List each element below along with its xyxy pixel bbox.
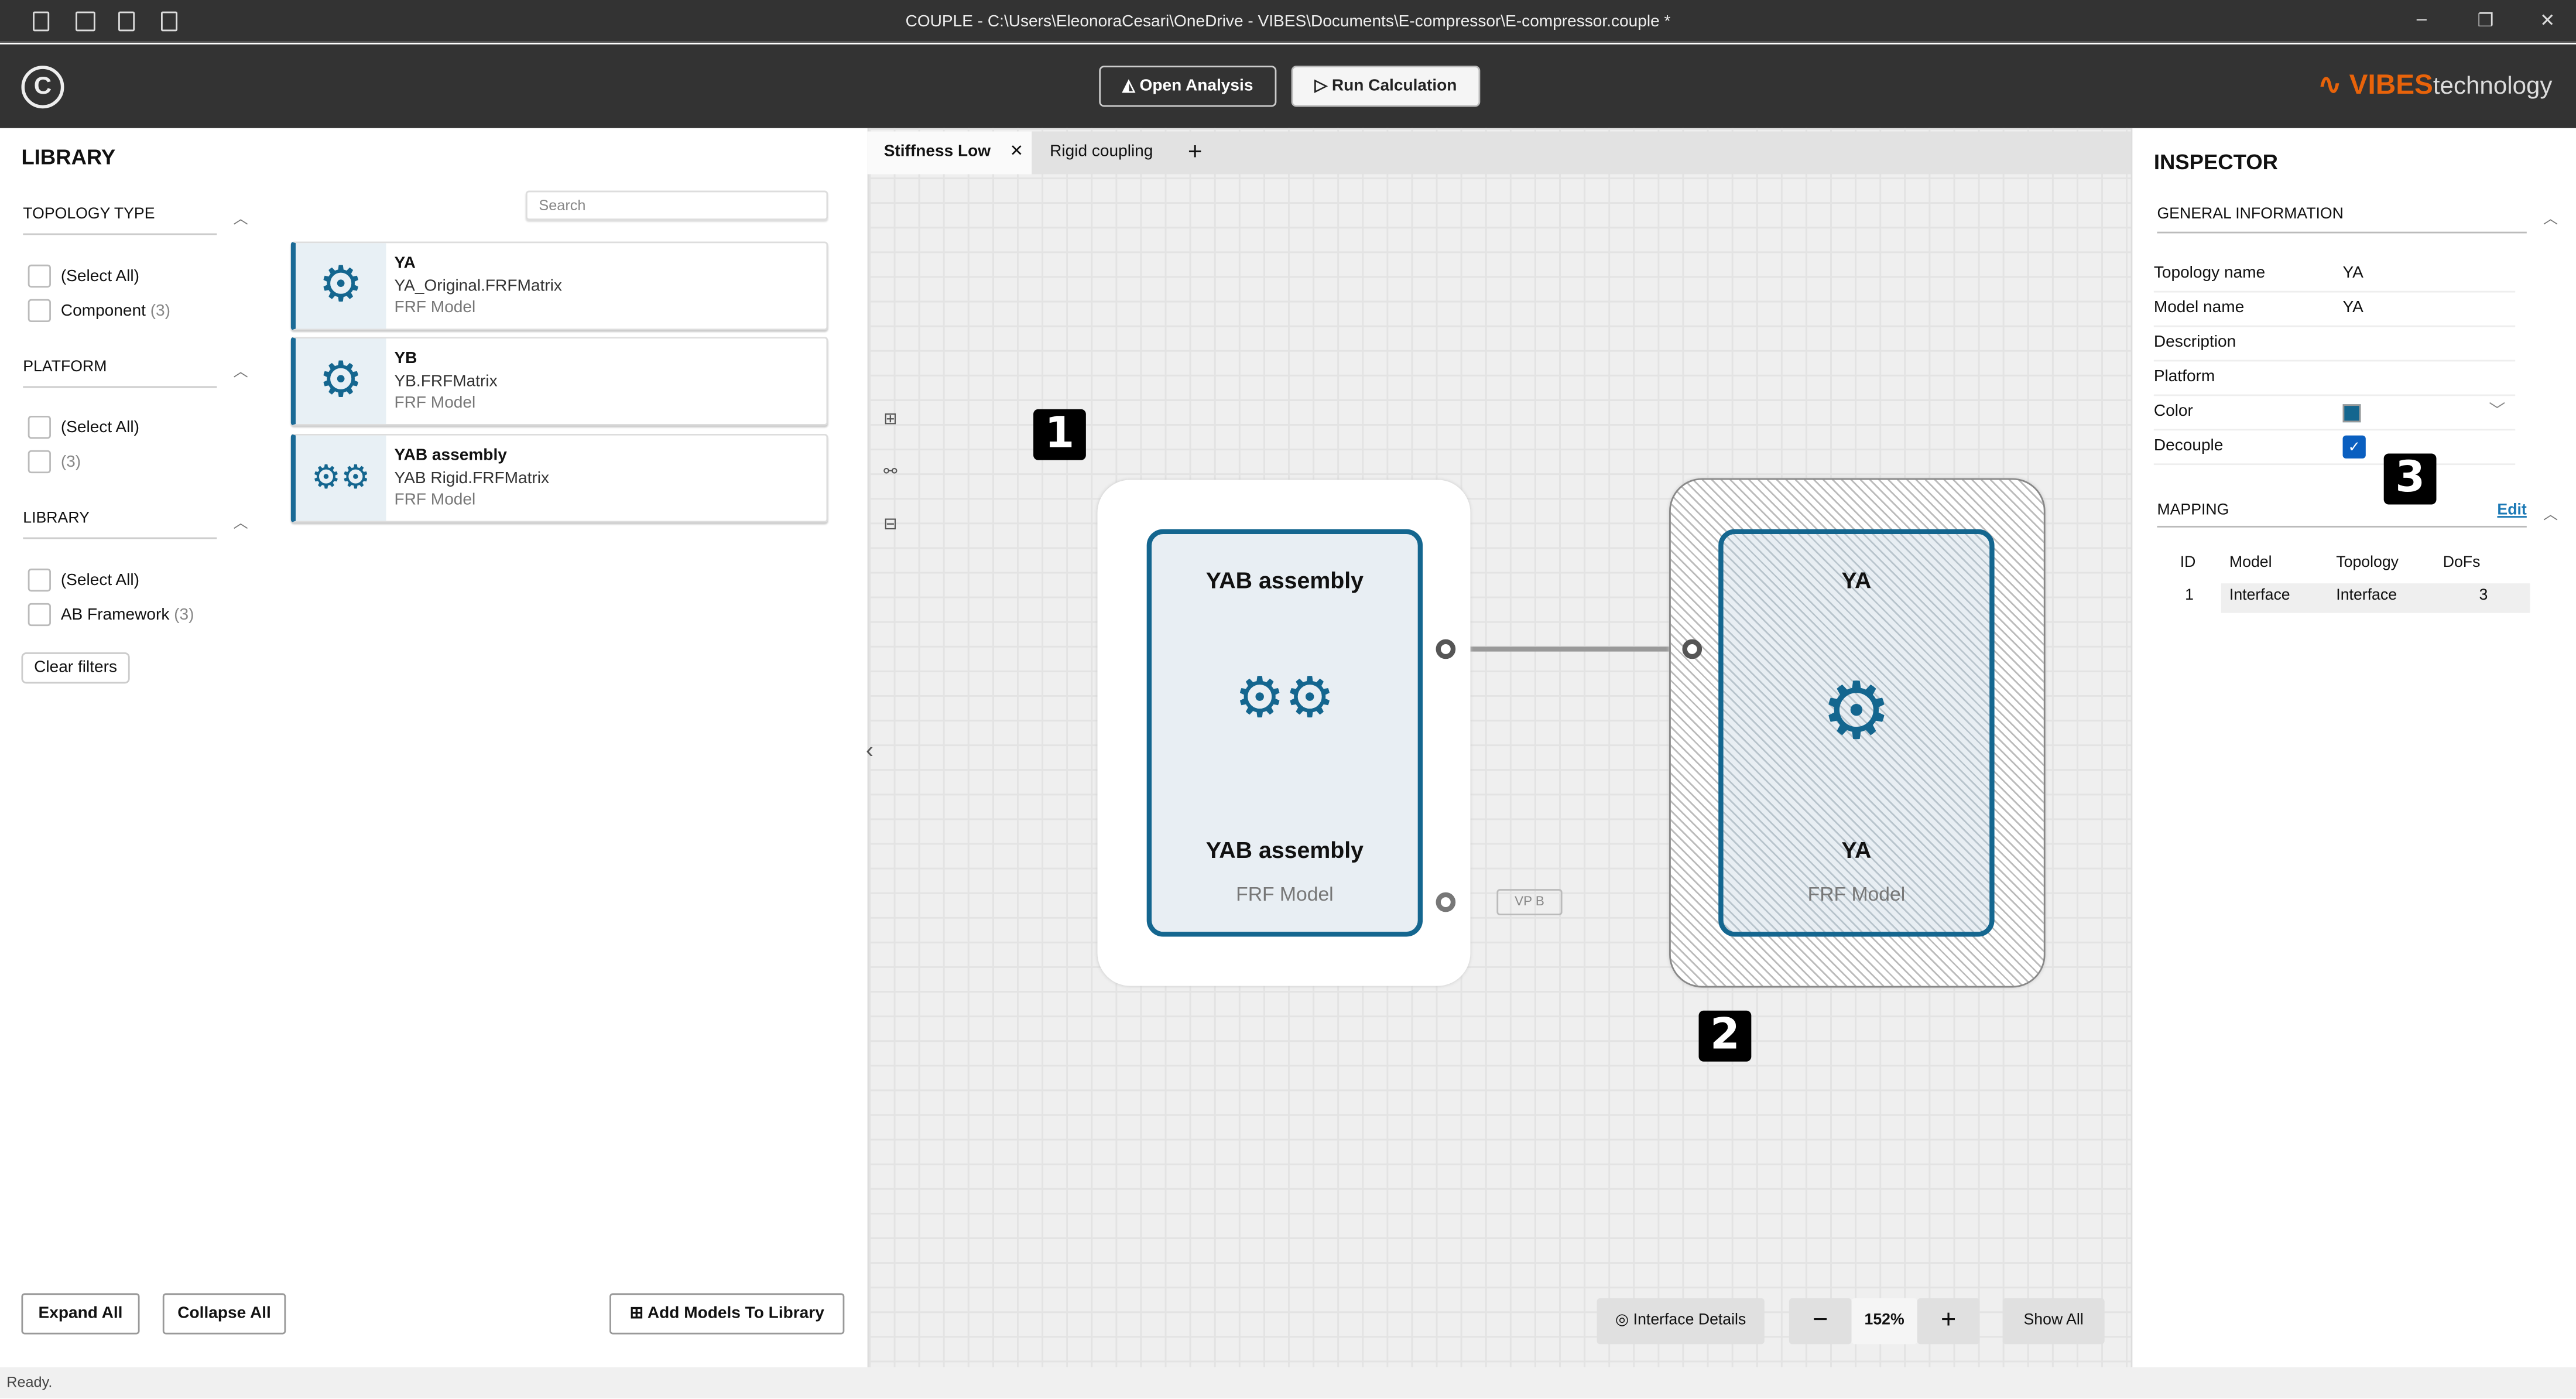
minimize-button[interactable]: – <box>2416 9 2427 30</box>
port[interactable] <box>1436 639 1456 659</box>
chevron-up-icon[interactable]: ︿ <box>233 514 248 531</box>
gears-icon: ⚙⚙ <box>1234 667 1335 730</box>
port[interactable] <box>1436 892 1456 912</box>
interface-details-button[interactable]: ◎ Interface Details <box>1597 1298 1765 1345</box>
filter-option[interactable]: (Select All) <box>60 572 139 590</box>
tab-strip: Stiffness Low✕ Rigid coupling + <box>867 131 2131 175</box>
checkbox[interactable] <box>28 568 51 592</box>
target-icon: ◎ <box>1615 1311 1633 1330</box>
filter-option[interactable]: (Select All) <box>60 268 139 286</box>
zoom-in-button[interactable]: + <box>1917 1298 1980 1345</box>
show-all-button[interactable]: Show All <box>2002 1298 2105 1345</box>
filter-library[interactable]: LIBRARY <box>23 509 217 539</box>
app-logo[interactable]: C <box>21 66 64 109</box>
checkbox[interactable] <box>28 415 51 439</box>
open-analysis-button[interactable]: ◭ Open Analysis <box>1099 66 1277 107</box>
add-icon: ⊞ <box>629 1305 648 1323</box>
brand-logo: ∿ VIBEStechnology <box>2318 69 2553 101</box>
inspector-panel <box>2130 128 2576 1367</box>
chevron-down-icon[interactable]: ﹀ <box>2489 402 2506 421</box>
marker-1: 1 <box>1033 409 1086 460</box>
filter-option[interactable]: (Select All) <box>60 419 139 437</box>
restore-button[interactable]: ❐ <box>2477 11 2494 32</box>
new-file-icon[interactable] <box>33 11 50 32</box>
open-folder-icon[interactable] <box>76 11 95 32</box>
filter-option[interactable]: (3) <box>60 453 81 472</box>
decouple-checkbox[interactable]: ✓ <box>2342 435 2366 459</box>
save-as-icon[interactable] <box>160 11 178 32</box>
library-panel <box>0 128 868 1367</box>
checkbox[interactable] <box>28 299 51 322</box>
filter-option[interactable]: AB Framework (3) <box>60 606 194 625</box>
layout-icon[interactable]: ⊟ <box>883 516 898 534</box>
filter-topology-type[interactable]: TOPOLOGY TYPE <box>23 206 217 235</box>
chevron-up-icon[interactable]: ︿ <box>233 363 248 380</box>
close-window-button[interactable]: ✕ <box>2540 11 2556 32</box>
field-platform[interactable]: Platform <box>2153 361 2516 396</box>
chevron-up-icon[interactable]: ︿ <box>2543 506 2558 523</box>
filter-platform[interactable]: PLATFORM <box>23 358 217 388</box>
add-models-button[interactable]: ⊞ Add Models To Library <box>609 1293 845 1335</box>
checkbox[interactable] <box>28 264 51 288</box>
field-description[interactable]: Description <box>2153 327 2516 362</box>
clear-filters-button[interactable]: Clear filters <box>21 652 130 684</box>
run-calculation-label: Run Calculation <box>1331 77 1457 95</box>
vp-label[interactable]: VP B <box>1496 889 1563 916</box>
title-bar: COUPLE - C:\Users\EleonoraCesari\OneDriv… <box>0 0 2576 43</box>
run-calculation-button[interactable]: ▷ Run Calculation <box>1291 66 1481 107</box>
connect-icon[interactable]: ⚯ <box>883 463 898 482</box>
filter-option[interactable]: Component (3) <box>60 302 171 321</box>
library-title: LIBRARY <box>21 144 116 170</box>
checkbox[interactable] <box>28 450 51 474</box>
gear-icon: ⚙ <box>296 243 386 329</box>
save-icon[interactable] <box>118 11 135 32</box>
chart-icon: ◭ <box>1122 77 1140 95</box>
window-title: COUPLE - C:\Users\EleonoraCesari\OneDriv… <box>905 13 1671 32</box>
marker-3: 3 <box>2383 453 2437 505</box>
checkbox[interactable] <box>28 603 51 627</box>
port[interactable] <box>1682 639 1703 659</box>
gear-icon: ⚙ <box>1821 669 1892 756</box>
color-swatch[interactable] <box>2342 404 2361 423</box>
add-node-icon[interactable]: ⊞ <box>883 411 898 429</box>
edit-mapping-link[interactable]: Edit <box>2497 501 2527 519</box>
close-tab-icon[interactable]: ✕ <box>1009 143 1024 161</box>
open-analysis-label: Open Analysis <box>1139 77 1253 95</box>
gear-icon: ⚙ <box>296 338 386 424</box>
search-input[interactable]: Search <box>525 190 828 221</box>
field-decouple: Decouple✓ <box>2153 430 2516 466</box>
tab-rigid-coupling[interactable]: Rigid coupling <box>1050 143 1153 161</box>
chevron-up-icon[interactable]: ︿ <box>233 210 248 227</box>
main-toolbar <box>0 44 2576 128</box>
field-color[interactable]: Color﹀ <box>2153 396 2516 431</box>
general-information-header[interactable]: GENERAL INFORMATION <box>2157 206 2527 234</box>
add-tab-button[interactable]: + <box>1187 138 1203 166</box>
inspector-title: INSPECTOR <box>2153 149 2278 175</box>
tab-stiffness-low[interactable]: Stiffness Low✕ <box>867 131 1032 175</box>
zoom-level[interactable]: 152% <box>1851 1298 1917 1345</box>
chevron-up-icon[interactable]: ︿ <box>2543 210 2558 227</box>
collapse-panel-chevron-icon[interactable]: ‹ <box>865 736 873 763</box>
collapse-all-button[interactable]: Collapse All <box>162 1293 286 1335</box>
zoom-out-button[interactable]: − <box>1789 1298 1852 1345</box>
gears-icon: ⚙⚙ <box>296 435 386 521</box>
play-icon: ▷ <box>1314 77 1332 95</box>
expand-all-button[interactable]: Expand All <box>21 1293 140 1335</box>
marker-2: 2 <box>1698 1010 1752 1062</box>
status-bar: Ready. <box>0 1367 2576 1399</box>
